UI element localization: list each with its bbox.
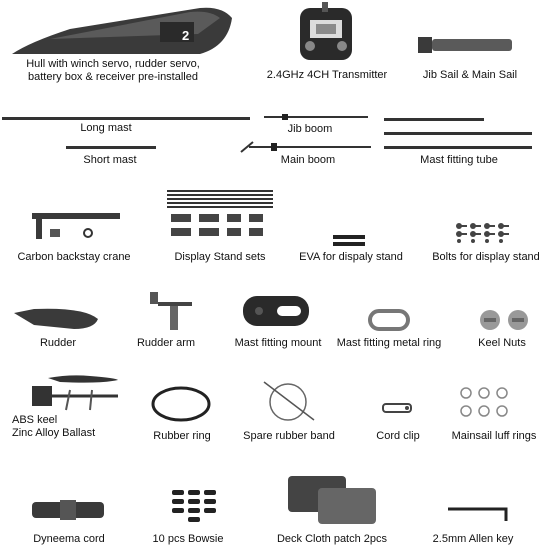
transmitter-label: 2.4GHz 4CH Transmitter (266, 69, 388, 81)
hull-number: 2 (182, 28, 189, 43)
bolts-label: Bolts for display stand (432, 251, 540, 263)
rudder-arm-label: Rudder arm (136, 337, 196, 349)
deck-patch-label: Deck Cloth patch 2pcs (276, 533, 388, 545)
rubber-band-image (263, 381, 315, 421)
jib-boom-label: Jib boom (287, 123, 333, 135)
backstay-crane-image (32, 213, 120, 239)
main-boom-image (240, 141, 371, 153)
long-mast-label: Long mast (80, 122, 132, 134)
mast-fitting-tube-label: Mast fitting tube (420, 154, 498, 166)
sails-label: Jib Sail & Main Sail (422, 69, 518, 81)
keel-nuts-image (480, 310, 528, 330)
rudder-label: Rudder (39, 337, 77, 349)
rudder-image (14, 308, 98, 329)
display-stand-label: Display Stand sets (174, 251, 266, 263)
luff-rings-image (460, 387, 508, 417)
rubber-band-label: Spare rubber band (243, 430, 335, 442)
bowsie-image (172, 490, 216, 522)
eva-image (333, 235, 365, 246)
allen-key-label: 2.5mm Allen key (432, 533, 514, 545)
dyneema-label: Dyneema cord (33, 533, 105, 545)
bolts-image (456, 223, 509, 243)
mast-fitting-mount-image (243, 296, 309, 326)
short-mast-label: Short mast (83, 154, 137, 166)
cord-clip-image (382, 403, 412, 413)
long-mast-image (2, 117, 250, 120)
hull-image: 2 (12, 7, 232, 54)
bowsie-label: 10 pcs Bowsie (152, 533, 224, 545)
rubber-ring-image (151, 386, 211, 422)
luff-rings-label: Mainsail luff rings (451, 430, 537, 442)
main-boom-label: Main boom (280, 154, 336, 166)
abs-keel-image (32, 375, 118, 411)
cord-clip-label: Cord clip (376, 430, 420, 442)
mast-metal-ring-image (368, 309, 410, 331)
sails-image (418, 37, 512, 53)
backstay-crane-label: Carbon backstay crane (17, 251, 131, 263)
rudder-arm-image (150, 292, 192, 330)
jib-boom-image (264, 114, 368, 120)
mast-fitting-mount-label: Mast fitting mount (234, 337, 322, 349)
rubber-ring-label: Rubber ring (153, 430, 211, 442)
display-stand-image (167, 190, 273, 236)
eva-label: EVA for dispaly stand (299, 251, 403, 263)
short-mast-image (66, 146, 156, 149)
dyneema-image (32, 500, 104, 520)
deck-patch-image (288, 476, 376, 524)
mast-fitting-tube-image (384, 118, 532, 149)
allen-key-image (448, 507, 508, 521)
transmitter-image (300, 2, 352, 60)
mast-metal-ring-label: Mast fitting metal ring (336, 337, 442, 349)
keel-nuts-label: Keel Nuts (478, 337, 526, 349)
hull-label: Hull with winch servo, rudder servo,batt… (26, 58, 200, 83)
